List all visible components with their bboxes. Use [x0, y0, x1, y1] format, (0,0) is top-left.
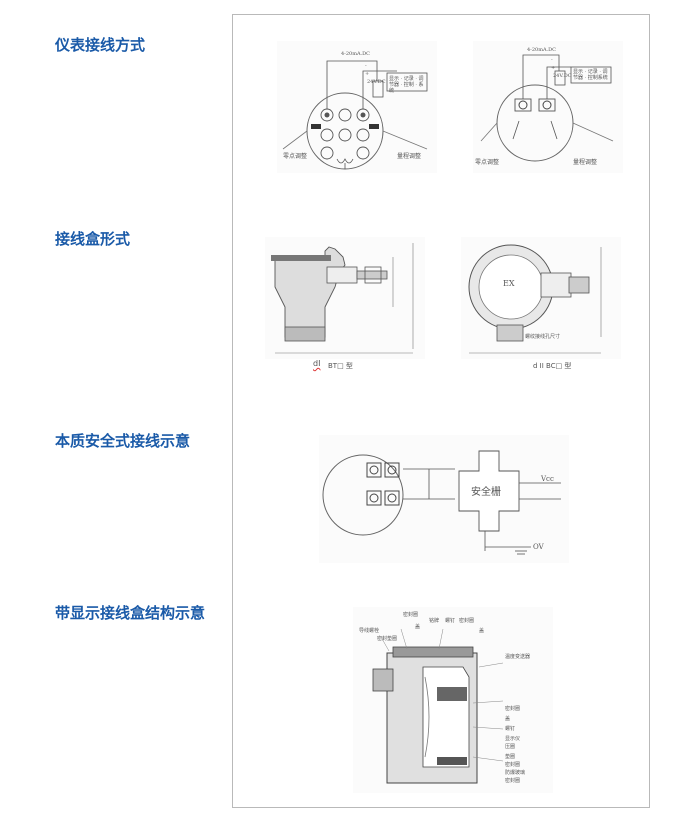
safety-barrier-label: 安全栅 — [471, 487, 501, 498]
junction-box-caption-bt-b: BT□ 型 — [328, 362, 353, 370]
part-label-top-6: 密封圈 — [459, 618, 475, 624]
part-label-right-4: 显示仪 — [505, 736, 521, 742]
ov-label: OV — [533, 543, 544, 551]
part-label-right-6: 垫圈 — [505, 754, 516, 760]
part-label-right-1: 密封圈 — [505, 706, 521, 712]
zero-adjust-label-left: 零点调整 — [283, 153, 308, 160]
plus-label-left: + — [365, 71, 370, 77]
minus-label-right: - — [551, 57, 553, 63]
part-label-right-3: 螺钉 — [505, 726, 516, 732]
current-label-left: 4-20mA.DC — [341, 51, 371, 57]
load-label-left: 显示 · 记录 · 调节器 · 控制 · 系统 — [389, 76, 424, 94]
junction-box-diagram-bt — [265, 237, 425, 359]
part-label-top-4: 铭牌 — [429, 618, 440, 624]
part-label-right-0: 温度变送器 — [505, 654, 531, 660]
ex-mark: EX — [503, 279, 515, 288]
part-label-right-9: 密封圈 — [505, 778, 521, 784]
display-box-structure-diagram: 密封圈 导线螺栓 密封垫圈 盖 铭牌 螺钉 密封圈 盖 温度变送器 密封圈 盖 … — [353, 607, 553, 793]
span-adjust-label-left: 量程调整 — [397, 153, 422, 160]
load-label-right: 显示 · 记录 · 调节器 · 控制系统 — [573, 69, 608, 81]
part-label-top-1: 导线螺栓 — [359, 628, 380, 634]
part-label-top-5: 螺钉 — [445, 618, 456, 624]
section-title-wiring-method: 仪表接线方式 — [55, 36, 146, 54]
section-title-junction-box: 接线盒形式 — [55, 230, 131, 248]
vcc-label: Vcc — [541, 475, 554, 483]
thread-hole-note: 螺纹接线孔尺寸 — [525, 334, 561, 340]
junction-box-caption-bt-a: dI — [313, 359, 320, 368]
part-label-right-5: 压圈 — [505, 744, 516, 750]
voltage-label-left: 24V.DC — [367, 79, 386, 85]
minus-label-left: - — [365, 63, 367, 69]
junction-box-caption-bc: d II BC□ 型 — [533, 362, 572, 370]
part-label-top-0: 密封圈 — [403, 612, 419, 618]
part-label-top-2: 密封垫圈 — [377, 636, 398, 642]
intrinsic-safety-diagram: 安全栅 Vcc OV — [319, 435, 569, 563]
section-title-display-box: 带显示接线盒结构示意 — [55, 604, 206, 622]
zero-adjust-label-right: 零点调整 — [475, 159, 500, 166]
part-label-top-3: 盖 — [415, 624, 421, 630]
wiring-diagram-left: 4-20mA.DC - + 24V.DC 显示 · 记录 · 调节器 · 控制 … — [277, 41, 437, 173]
span-adjust-label-right: 量程调整 — [573, 159, 598, 166]
caption-di: dI — [313, 359, 321, 368]
wiring-diagram-right: 4-20mA.DC - + 24V.DC 显示 · 记录 · 调节器 · 控制系… — [473, 41, 623, 173]
plus-label-right: + — [551, 65, 556, 71]
section-title-intrinsic-safety: 本质安全式接线示意 — [55, 432, 191, 450]
part-label-right-2: 盖 — [505, 716, 511, 722]
junction-box-diagram-bc: EX 螺纹接线孔尺寸 — [461, 237, 621, 359]
part-label-right-8: 防爆玻璃 — [505, 770, 526, 776]
part-label-top-7: 盖 — [479, 628, 485, 634]
voltage-label-right: 24V.DC — [553, 73, 572, 79]
diagram-frame: 4-20mA.DC - + 24V.DC 显示 · 记录 · 调节器 · 控制 … — [232, 14, 650, 808]
current-label-right: 4-20mA.DC — [527, 47, 557, 53]
part-label-right-7: 密封圈 — [505, 762, 521, 768]
